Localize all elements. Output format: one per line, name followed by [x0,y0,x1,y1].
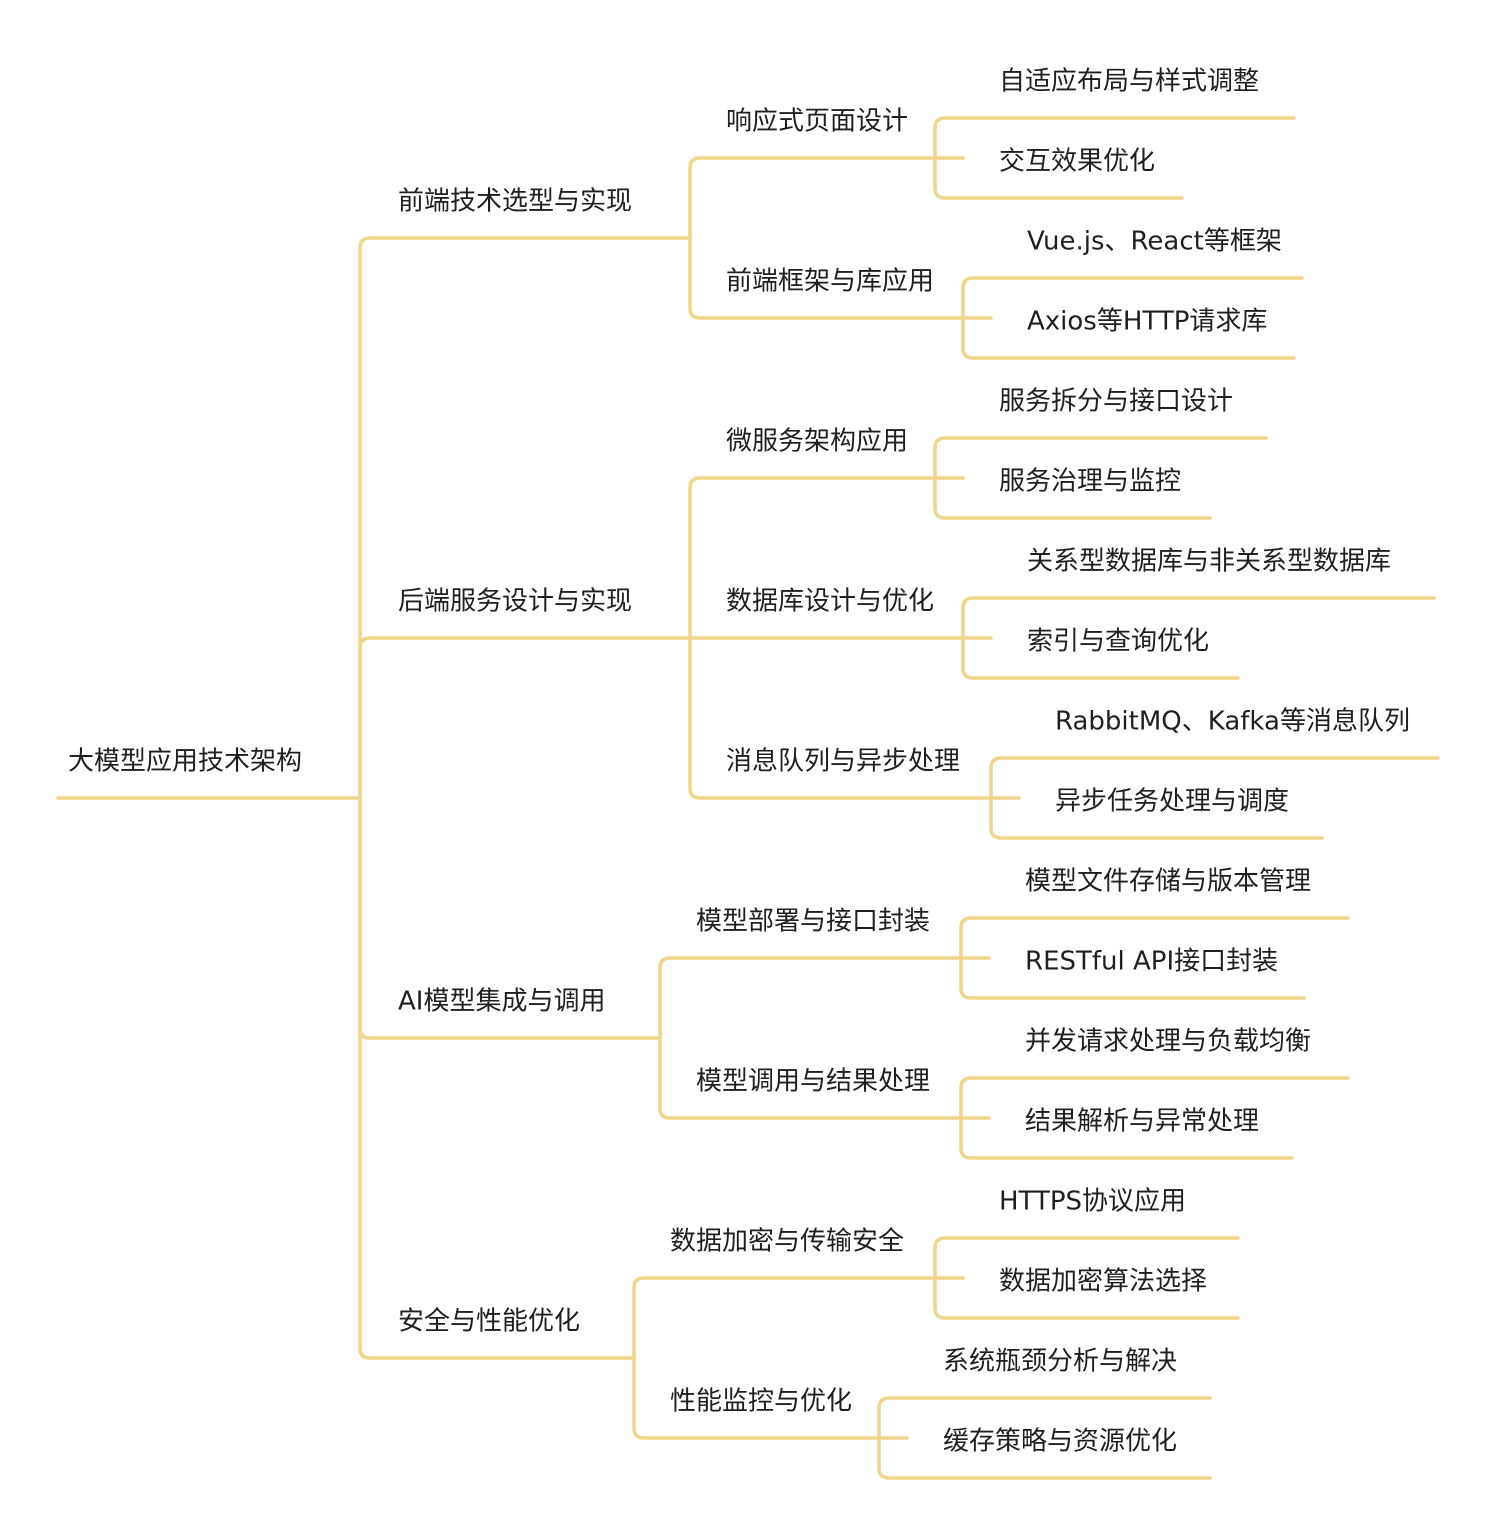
sub-branch-connector [658,1036,991,1120]
leaf-node-label: 异步任务处理与调度 [1055,787,1289,817]
leaf-connector [989,756,1440,800]
leaf-node-label: RabbitMQ、Kafka等消息队列 [1055,707,1410,737]
leaf-node-label: 交互效果优化 [999,147,1155,177]
sub-branch-node-label: 响应式页面设计 [726,107,908,137]
leaf-connector [933,476,1212,520]
leaf-node-label: RESTful API接口封装 [1025,947,1278,977]
leaf-node-label: Vue.js、React等框架 [1027,227,1282,257]
leaf-connector [933,436,1268,480]
leaf-connector [961,596,1436,640]
leaf-node-label: 缓存策略与资源优化 [943,1427,1177,1457]
sub-branch-node-label: 数据库设计与优化 [726,587,934,617]
leaf-node-label: 服务拆分与接口设计 [999,387,1233,417]
leaf-node-label: 结果解析与异常处理 [1025,1107,1259,1137]
sub-branch-node-label: 模型调用与结果处理 [696,1067,930,1097]
leaf-node-label: 系统瓶颈分析与解决 [943,1347,1177,1377]
sub-branch-connector [632,1276,965,1360]
sub-branch-connector [688,476,965,640]
leaf-node-label: 并发请求处理与负载均衡 [1025,1027,1311,1057]
branch-node-label: 前端技术选型与实现 [398,187,632,217]
branch-node-label: 后端服务设计与实现 [398,587,632,617]
leaf-node-label: 索引与查询优化 [1027,627,1209,657]
branch-connector-4 [358,796,636,1360]
leaf-connector [961,636,1240,680]
sub-branch-connector [632,1356,909,1440]
leaf-connector [933,116,1296,160]
mind-map-edges [56,116,1440,1480]
leaf-connector [959,956,1306,1000]
branch-node-label: 安全与性能优化 [398,1307,580,1337]
leaf-connector [959,1116,1294,1160]
leaf-connector [959,1076,1350,1120]
sub-branch-connector [688,236,993,320]
branch-connector-1 [358,236,692,800]
sub-branch-node-label: 前端框架与库应用 [726,267,934,297]
root-node-label: 大模型应用技术架构 [68,747,302,777]
sub-branch-node-label: 性能监控与优化 [670,1387,852,1417]
sub-branch-node-label: 模型部署与接口封装 [696,907,930,937]
leaf-node-label: 数据加密算法选择 [999,1267,1207,1297]
mind-map-labels: 大模型应用技术架构 前端技术选型与实现 响应式页面设计 自适应布局与样式调整交互效果优… [68,67,1410,1457]
leaf-node-label: 服务治理与监控 [999,467,1181,497]
leaf-node-label: HTTPS协议应用 [999,1187,1186,1217]
leaf-node-label: 自适应布局与样式调整 [999,67,1259,97]
sub-branch-connector [688,156,965,240]
leaf-connector [933,1276,1240,1320]
leaf-connector [961,316,1296,360]
leaf-node-label: Axios等HTTP请求库 [1027,307,1267,337]
sub-branch-connector [658,956,991,1040]
branch-node-label: AI模型集成与调用 [398,987,605,1017]
sub-branch-node-label: 微服务架构应用 [726,427,908,457]
sub-branch-node-label: 数据加密与传输安全 [670,1227,904,1257]
sub-branch-node-label: 消息队列与异步处理 [726,747,960,777]
leaf-connector [961,276,1304,320]
leaf-connector [989,796,1324,840]
leaf-node-label: 模型文件存储与版本管理 [1025,867,1311,897]
leaf-connector [877,1396,1212,1440]
sub-branch-connector [688,636,1021,800]
leaf-connector [933,1236,1240,1280]
branch-connector-2 [358,636,692,800]
leaf-connector [877,1436,1212,1480]
leaf-node-label: 关系型数据库与非关系型数据库 [1027,547,1391,577]
leaf-connector [959,916,1350,960]
leaf-connector [933,156,1184,200]
